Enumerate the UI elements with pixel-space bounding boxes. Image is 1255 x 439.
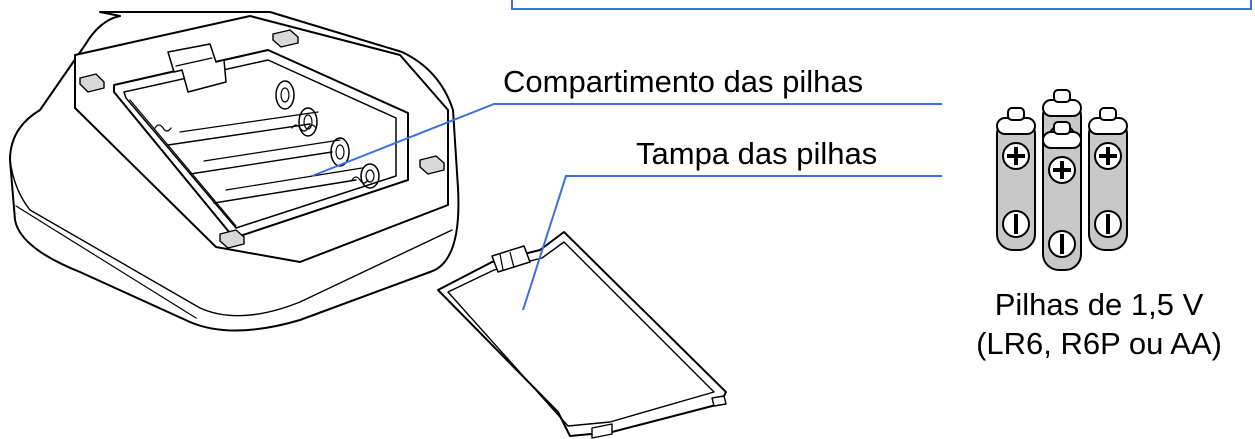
device-base-icon: [9, 11, 460, 332]
leader-line-cover: [522, 175, 942, 311]
batteries-icon: [996, 89, 1128, 271]
plus-terminal-icon: [1002, 142, 1030, 170]
minus-terminal-icon: [1094, 210, 1122, 238]
battery-cell: [996, 107, 1036, 251]
plus-terminal-icon: [1094, 142, 1122, 170]
battery-cover-icon: [437, 231, 727, 439]
minus-terminal-icon: [1002, 210, 1030, 238]
battery-cell: [1042, 121, 1082, 271]
battery-caption-voltage: Pilhas de 1,5 V: [994, 287, 1204, 322]
leader-lines: [311, 103, 942, 311]
battery-cover-label: Tampa das pilhas: [636, 136, 878, 171]
battery-compartment-label: Compartimento das pilhas: [503, 64, 864, 99]
leader-line-compartment: [311, 103, 942, 177]
top-callout-frame: [511, 0, 1252, 10]
battery-caption-types: (LR6, R6P ou AA): [976, 326, 1222, 361]
minus-terminal-icon: [1048, 230, 1076, 258]
plus-terminal-icon: [1048, 156, 1076, 184]
battery-cell: [1088, 107, 1128, 251]
